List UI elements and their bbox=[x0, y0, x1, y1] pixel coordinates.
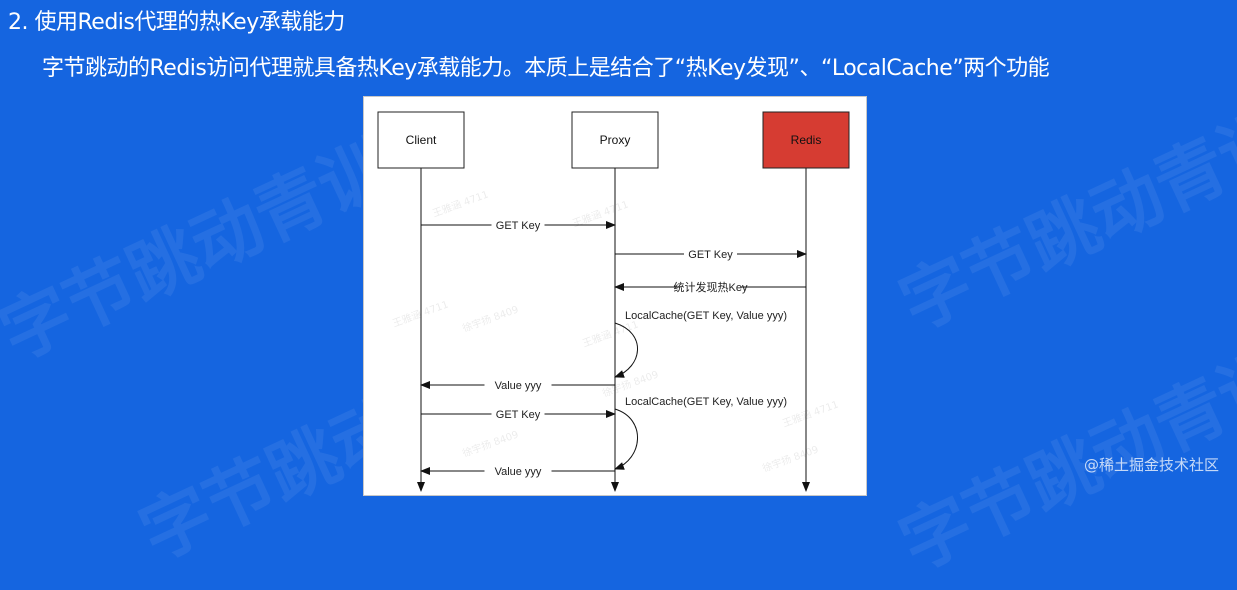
footer-watermark: @稀土掘金技术社区 bbox=[1083, 456, 1219, 474]
message-label: LocalCache(GET Key, Value yyy) bbox=[625, 396, 787, 408]
message-label: 统计发现热Key bbox=[674, 280, 748, 294]
participant-box-client bbox=[377, 111, 465, 169]
message-label: GET Key bbox=[688, 249, 733, 261]
svg-text:徐宇扬 8409: 徐宇扬 8409 bbox=[461, 303, 521, 335]
message-label-bg bbox=[491, 218, 545, 231]
sequence-diagram: 王雅涵 4711 徐宇扬 8409 徐宇扬 8409 王雅涵 4711 王雅涵 … bbox=[363, 96, 867, 496]
message-label: LocalCache(GET Key, Value yyy) bbox=[625, 310, 787, 322]
svg-text:王雅涵 4711: 王雅涵 4711 bbox=[581, 318, 641, 350]
message-label-bg bbox=[491, 407, 545, 420]
slide-heading: 2. 使用Redis代理的热Key承载能力 bbox=[8, 10, 345, 35]
svg-text:徐宇扬 8409: 徐宇扬 8409 bbox=[761, 443, 821, 475]
background-watermark: 字节跳动青训营 bbox=[887, 64, 1237, 347]
svg-text:王雅涵 4711: 王雅涵 4711 bbox=[781, 398, 841, 430]
svg-text:徐宇扬 8409: 徐宇扬 8409 bbox=[461, 428, 521, 460]
message-label: Value yyy bbox=[495, 380, 542, 392]
self-message-arrow bbox=[614, 322, 638, 378]
message-label-bg bbox=[484, 464, 552, 477]
participant-boxes: Client Proxy Redis bbox=[377, 111, 850, 169]
participant-box-proxy bbox=[571, 111, 659, 169]
svg-text:徐宇扬 8409: 徐宇扬 8409 bbox=[601, 368, 661, 400]
message-label: Value yyy bbox=[495, 466, 542, 478]
sequence-diagram-canvas: 王雅涵 4711 徐宇扬 8409 徐宇扬 8409 王雅涵 4711 王雅涵 … bbox=[377, 111, 850, 492]
background-watermark: 字节跳动青训营 bbox=[887, 304, 1237, 587]
participant-box-redis bbox=[762, 111, 850, 169]
participant-label-redis: Redis bbox=[791, 133, 822, 147]
svg-text:王雅涵 4711: 王雅涵 4711 bbox=[431, 188, 491, 220]
svg-text:王雅涵 4711: 王雅涵 4711 bbox=[391, 298, 451, 330]
self-message-arrow bbox=[614, 408, 638, 470]
message-label-bg bbox=[680, 280, 741, 293]
slide-subheading: 字节跳动的Redis访问代理就具备热Key承载能力。本质上是结合了“热Key发现… bbox=[42, 56, 1050, 81]
message-label: GET Key bbox=[496, 409, 541, 421]
message-label: GET Key bbox=[496, 220, 541, 232]
participant-label-proxy: Proxy bbox=[600, 133, 631, 147]
message-label-bg bbox=[684, 247, 737, 260]
participant-label-client: Client bbox=[406, 133, 437, 147]
message-label-bg bbox=[484, 378, 552, 391]
